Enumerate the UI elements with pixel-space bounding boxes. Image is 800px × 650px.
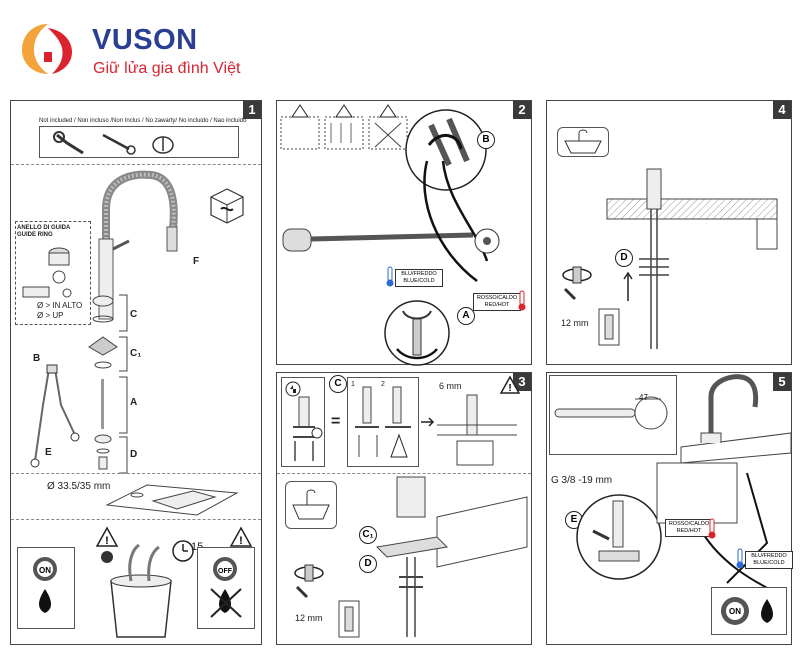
up-label-en: Ø > UP: [37, 311, 64, 320]
arrow-up-icon: [623, 271, 633, 301]
vuson-logo-icon: [22, 24, 72, 74]
aerator-measure-illustration: [554, 396, 668, 430]
valve-zoom-circle: [576, 494, 662, 580]
tube-assembly-left: [293, 396, 323, 461]
callout-a: A: [457, 307, 475, 325]
hex-key-tool-icon: [102, 133, 136, 155]
hot-tag: ROSSO/CALDO RED/HOT: [473, 293, 521, 311]
svg-text:!: !: [239, 535, 243, 547]
warning-icon: !: [229, 526, 253, 547]
guide-ring-icon: [22, 247, 72, 298]
step-number: 2: [513, 101, 531, 119]
not-included-note: Not included / Non incluso /Non Inclus /…: [39, 118, 247, 124]
svg-text:!: !: [105, 535, 109, 547]
mounting-illustration: [375, 476, 528, 637]
gap-detail-illustration: [437, 394, 517, 466]
up-label-it: Ø > IN ALTO: [37, 301, 83, 310]
tube-assembly-right: [355, 386, 411, 458]
step-number: 3: [513, 373, 531, 391]
drill-bit-tool-icon: [152, 136, 174, 154]
brand-slogan: Giữ lửa gia đình Việt: [93, 60, 241, 77]
thumbs-up-icon: [285, 381, 301, 397]
svg-text:!: !: [508, 383, 511, 394]
brand-name: VUSON: [92, 24, 198, 56]
callout-d: D: [359, 555, 377, 573]
step-4-panel: 4 D 12 mm: [546, 100, 792, 365]
water-on-icon: ON: [721, 597, 773, 625]
zoom-circle-bottom: [384, 300, 450, 366]
nut-detail-icon: [338, 600, 360, 638]
cold-thermometer-icon: [736, 548, 744, 569]
callout-c1: C₁: [359, 526, 377, 544]
warning-icon: !: [95, 526, 119, 547]
on-text: ON: [729, 607, 741, 616]
cold-thermometer-icon: [386, 266, 394, 287]
on-text: ON: [39, 566, 51, 575]
cold-tag: BLU/FREDDO BLUE/COLD: [745, 551, 793, 569]
faucet-mounted-illustration: [680, 374, 792, 464]
water-on-icon: ON: [33, 557, 57, 613]
hole-size-label: Ø 33.5/35 mm: [47, 481, 111, 492]
guide-ring-label-it: ANELLO DI GUIDA: [17, 225, 71, 231]
step-n1: 1: [351, 381, 355, 388]
hot-thermometer-icon: [518, 290, 526, 311]
turn-wrench-icon: [562, 266, 592, 301]
step-3-panel: 3 = C 1 2 6 mm ! C₁ D: [276, 372, 532, 645]
bucket-illustration: [101, 543, 172, 638]
warning-prep-icons: [280, 104, 408, 150]
sink-icon: [292, 489, 330, 520]
countertop-illustration: [606, 168, 778, 349]
step-n2: 2: [381, 381, 385, 388]
arrow-right-icon: [421, 417, 435, 427]
gap-label: 6 mm: [439, 381, 462, 391]
callout-b: B: [477, 131, 495, 149]
callout-d: D: [615, 249, 633, 267]
label-a: A: [130, 397, 138, 408]
part-brackets: [119, 294, 128, 474]
faucet-side-illustration: [282, 228, 474, 252]
sink-hole-illustration: [105, 484, 239, 516]
label-e: E: [45, 447, 52, 458]
hoses-illustration: [423, 160, 500, 282]
divider: [11, 473, 261, 474]
step-number: 1: [243, 101, 261, 119]
label-f: F: [193, 256, 200, 267]
warning-icon: !: [499, 375, 521, 394]
guide-ring-box: [15, 221, 91, 325]
off-text: OFF: [218, 568, 233, 575]
hot-tag: ROSSO/CALDO RED/HOT: [665, 519, 713, 537]
equals-sign: =: [331, 413, 341, 430]
divider: [11, 519, 261, 520]
parts-column: [88, 295, 118, 470]
label-c: C: [130, 309, 138, 320]
hoses-illustration: [30, 364, 80, 468]
box-package-icon: [210, 188, 244, 224]
step-number: 5: [773, 373, 791, 391]
sink-icon: [564, 129, 602, 154]
cold-tag: BLU/FREDDO BLUE/COLD: [395, 269, 443, 287]
timer-icon: [172, 540, 194, 562]
divider: [277, 473, 531, 474]
step-1-panel: 1 Not included / Non incluso /Non Inclus…: [10, 100, 262, 645]
turn-wrench-icon: [294, 564, 324, 599]
torque-size-label: 12 mm: [295, 613, 323, 623]
torque-size-label: 12 mm: [561, 318, 589, 328]
label-d: D: [130, 449, 138, 460]
nut-detail-icon: [598, 308, 620, 346]
guide-ring-label-en: GUIDE RING: [17, 232, 53, 238]
water-off-icon: OFF: [210, 557, 242, 618]
measure-label: 47: [639, 393, 648, 402]
callout-c: C: [329, 375, 347, 393]
wrench-tool-icon: [53, 131, 84, 155]
divider: [11, 164, 261, 165]
label-c1: C₁: [130, 348, 142, 359]
step-number: 4: [773, 101, 791, 119]
step-5-panel: 5 47 G 3/8 -19 mm E ROSSO/CALDO RED/HOT …: [546, 372, 793, 645]
hot-thermometer-icon: [708, 518, 716, 539]
tools-box: [39, 126, 239, 158]
thread-label: G 3/8 -19 mm: [551, 475, 613, 486]
label-b: B: [33, 353, 41, 364]
step-2-panel: 2 B BLU/FREDDO BLUE/COLD ROSSO/CALDO RED…: [276, 100, 532, 366]
